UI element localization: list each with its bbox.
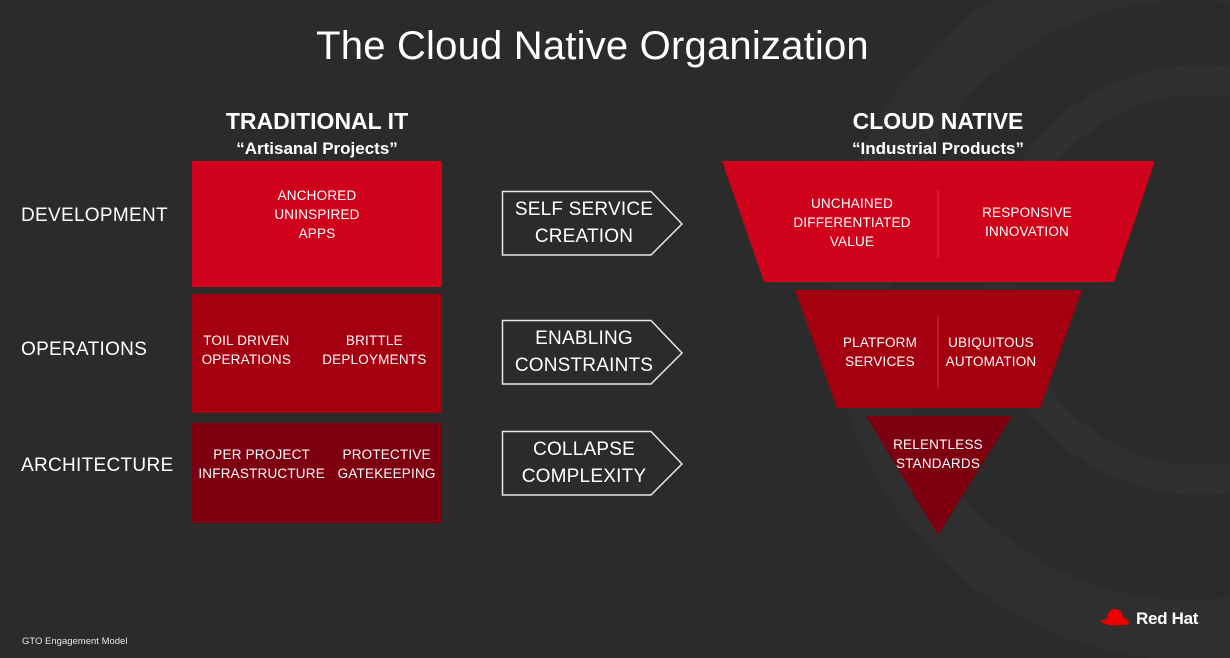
cloud-arch-text: RELENTLESS STANDARDS [893,437,983,471]
page-title: The Cloud Native Organization [316,24,869,68]
pyramid-architecture-segment [866,416,1012,535]
cloud-ops-right-text: UBIQUITOUS AUTOMATION [945,335,1037,369]
cloud-dev-left-text: UNCHAINED DIFFERENTIATED VALUE [793,196,911,249]
row-label-architecture: ARCHITECTURE [21,455,174,476]
arrow-collapse-complexity: COLLAPSE COMPLEXITY [501,430,685,498]
traditional-it-heading: TRADITIONAL IT “Artisanal Projects” [225,108,409,158]
cloud-ops-left-text: PLATFORM SERVICES [842,335,918,369]
red-hat-fedora-icon [1100,609,1129,627]
arrow-enabling-constraints: ENABLING CONSTRAINTS [501,319,685,387]
row-label-development: DEVELOPMENT [21,205,168,226]
red-hat-logo: Red Hat [1098,606,1198,632]
row-label-operations: OPERATIONS [21,339,148,360]
traditional-operations-box: TOIL DRIVEN OPERATIONS BRITTLE DEPLOYMEN… [192,294,442,413]
arrow-self-service-creation: SELF SERVICE CREATION [501,190,685,258]
cloud-dev-right-text: RESPONSIVE INNOVATION [982,205,1072,239]
cloud-native-heading: CLOUD NATIVE “Industrial Products” [852,108,1024,158]
traditional-development-box: ANCHORED UNINSPIRED APPS [192,161,442,287]
footer-text: GTO Engagement Model [22,636,128,647]
traditional-architecture-box: PER PROJECT INFRASTRUCTURE PROTECTIVE GA… [192,423,442,523]
